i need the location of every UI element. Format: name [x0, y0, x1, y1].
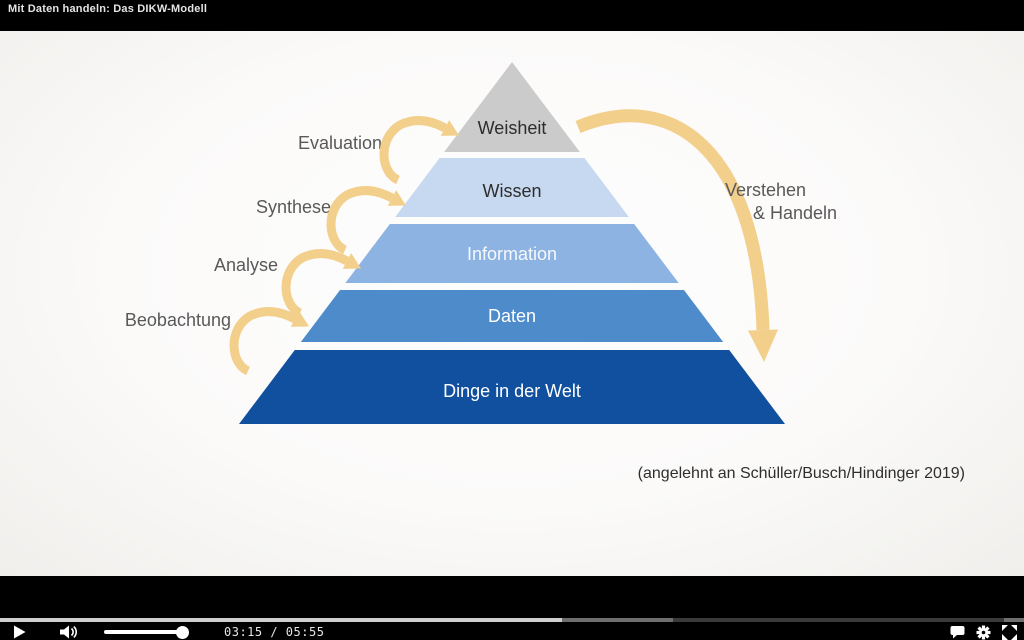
play-button[interactable]: [14, 625, 26, 639]
volume-slider[interactable]: [104, 625, 192, 639]
pyramid-layer-label: Wissen: [482, 181, 541, 201]
progress-buffered-tail: [1003, 618, 1024, 622]
volume-level: [104, 625, 190, 639]
volume-icon: [60, 625, 78, 639]
time-display: 03:15 / 05:55: [224, 625, 325, 639]
captions-button[interactable]: [950, 625, 965, 639]
pyramid-layer-label: Dinge in der Welt: [443, 381, 581, 401]
attribution-text: (angelehnt an Schüller/Busch/Hindinger 2…: [638, 465, 965, 482]
settings-gear-icon: [976, 625, 991, 639]
process-label-evaluation: Evaluation: [298, 133, 382, 153]
pyramid-layer-label: Information: [467, 244, 557, 264]
dikw-diagram: Weisheit Wissen Information Daten Dinge …: [125, 62, 965, 482]
pyramid-layer-label: Weisheit: [478, 118, 547, 138]
volume-knob[interactable]: [176, 625, 190, 639]
slide: Weisheit Wissen Information Daten Dinge …: [0, 31, 1024, 576]
fullscreen-button[interactable]: [1002, 624, 1017, 640]
progress-played: [0, 618, 563, 622]
controls-row: 03:15 / 05:55: [0, 624, 1024, 640]
captions-icon: [950, 626, 965, 639]
right-label-line2: & Handeln: [753, 203, 837, 223]
progress-buffered: [562, 618, 673, 622]
volume-button[interactable]: [60, 625, 78, 639]
video-title: Mit Daten handeln: Das DIKW-Modell: [8, 3, 208, 15]
verstehen-handeln-arrow-icon: [575, 109, 778, 362]
right-controls: [950, 624, 1024, 640]
fullscreen-icon: [1002, 624, 1017, 640]
settings-button[interactable]: [976, 625, 991, 640]
pyramid-layer-dinge: [239, 350, 785, 424]
pyramid-layer-label: Daten: [488, 306, 536, 326]
process-label-synthese: Synthese: [256, 197, 331, 217]
play-icon: [14, 625, 26, 639]
right-label-line1: Verstehen: [725, 180, 806, 200]
process-label-beobachtung: Beobachtung: [125, 310, 231, 330]
process-label-analyse: Analyse: [214, 255, 278, 275]
progress-bar[interactable]: [0, 618, 1024, 622]
player-bar: 03:15 / 05:55: [0, 576, 1024, 640]
